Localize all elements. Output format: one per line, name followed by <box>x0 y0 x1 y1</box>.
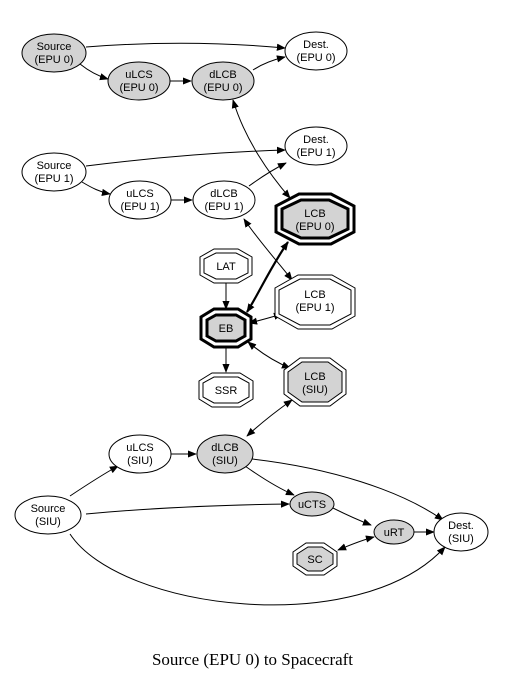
node-dlcb-epu0: dLCB (EPU 0) <box>191 61 255 101</box>
edge-dlcb-siu-to-ucts <box>244 465 295 496</box>
node-dest-epu0: Dest. (EPU 0) <box>284 31 348 71</box>
node-ulcs-siu-line1: uLCS <box>126 442 154 454</box>
node-dlcb-epu1: dLCB (EPU 1) <box>192 180 256 220</box>
edge-eb-to-lcb-siu <box>247 341 291 369</box>
node-sc: SC <box>292 542 338 576</box>
node-ssr-label: SSR <box>215 385 238 397</box>
edge-source-siu-to-ulcs-siu <box>69 465 119 497</box>
node-source-siu-line1: Source <box>31 503 66 515</box>
node-source-epu1: Source (EPU 1) <box>21 152 87 192</box>
node-dlcb-epu1-line1: dLCB <box>210 188 238 200</box>
node-lcb-siu-line2: (SIU) <box>302 384 328 396</box>
node-ssr: SSR <box>198 372 254 408</box>
node-urt-label: uRT <box>384 527 405 539</box>
node-dest-epu1-line1: Dest. <box>303 134 329 146</box>
node-eb-label: EB <box>219 323 234 335</box>
node-ulcs-epu0-line2: (EPU 0) <box>119 82 158 94</box>
node-dlcb-epu0-line1: dLCB <box>209 69 237 81</box>
flow-diagram: Source (EPU 0) uLCS (EPU 0) dLCB (EPU 0)… <box>14 31 489 606</box>
node-ulcs-epu1-line1: uLCS <box>126 188 154 200</box>
node-dest-epu1: Dest. (EPU 1) <box>284 126 348 166</box>
node-source-epu0: Source (EPU 0) <box>21 33 87 73</box>
edge-eb-to-lcb-epu0 <box>246 241 289 313</box>
edge-ucts-to-urt <box>332 507 372 526</box>
node-source-epu0-line1: Source <box>37 41 72 53</box>
node-dlcb-epu0-line2: (EPU 0) <box>203 82 242 94</box>
node-lcb-epu0: LCB (EPU 0) <box>274 192 356 246</box>
node-ulcs-epu1-line2: (EPU 1) <box>120 201 159 213</box>
node-ulcs-siu: uLCS (SIU) <box>108 434 172 474</box>
edge-dlcb-epu0-to-lcb-epu0 <box>231 99 291 199</box>
edge-dlcb-siu-to-lcb-siu <box>246 399 293 437</box>
node-ulcs-epu0-line1: uLCS <box>125 69 153 81</box>
node-dest-epu0-line2: (EPU 0) <box>296 52 335 64</box>
node-ucts: uCTS <box>289 491 335 517</box>
edge-sc-to-urt <box>337 535 375 551</box>
node-source-siu: Source (SIU) <box>14 495 82 535</box>
node-sc-label: SC <box>307 554 322 566</box>
node-source-epu1-line1: Source <box>37 160 72 172</box>
node-lcb-epu1: LCB (EPU 1) <box>274 274 356 330</box>
node-ulcs-siu-line2: (SIU) <box>127 455 153 467</box>
node-lcb-siu-line1: LCB <box>304 371 325 383</box>
node-lcb-epu1-line2: (EPU 1) <box>295 302 334 314</box>
node-dest-epu1-line2: (EPU 1) <box>296 147 335 159</box>
node-lcb-epu1-line1: LCB <box>304 289 325 301</box>
nodes: Source (EPU 0) uLCS (EPU 0) dLCB (EPU 0)… <box>14 31 489 576</box>
node-source-siu-line2: (SIU) <box>35 516 61 528</box>
edge-source-siu-to-ucts <box>85 500 290 515</box>
node-source-epu0-line2: (EPU 0) <box>34 54 73 66</box>
node-source-epu1-line2: (EPU 1) <box>34 173 73 185</box>
edge-dlcb-epu0-to-dest-epu0 <box>252 55 286 71</box>
node-dest-siu-line2: (SIU) <box>448 533 474 545</box>
node-dlcb-siu-line2: (SIU) <box>212 455 238 467</box>
edge-dlcb-epu1-to-dest-epu1 <box>248 162 287 187</box>
node-eb: EB <box>199 307 253 349</box>
node-lat-label: LAT <box>216 261 236 273</box>
node-dlcb-epu1-line2: (EPU 1) <box>204 201 243 213</box>
diagram-caption: Source (EPU 0) to Spacecraft <box>151 650 354 669</box>
node-lat: LAT <box>199 248 253 284</box>
node-lcb-epu0-line2: (EPU 0) <box>295 221 334 233</box>
node-dest-epu0-line1: Dest. <box>303 39 329 51</box>
node-ulcs-epu0: uLCS (EPU 0) <box>107 61 171 101</box>
node-ulcs-epu1: uLCS (EPU 1) <box>108 180 172 220</box>
node-lcb-epu0-line1: LCB <box>304 208 325 220</box>
edge-source-epu0-to-dest-epu0 <box>85 42 286 51</box>
edge-source-epu0-to-ulcs-epu0 <box>79 63 109 81</box>
node-dest-siu: Dest. (SIU) <box>433 512 489 552</box>
node-dlcb-siu: dLCB (SIU) <box>196 434 254 474</box>
edge-dlcb-siu-to-dest-siu <box>251 458 444 521</box>
edge-source-siu-to-dest-siu <box>69 533 446 606</box>
edge-source-epu1-to-dest-epu1 <box>85 146 286 167</box>
node-dest-siu-line1: Dest. <box>448 520 474 532</box>
edge-source-epu1-to-ulcs-epu1 <box>81 181 111 196</box>
node-urt: uRT <box>373 519 415 545</box>
node-ucts-label: uCTS <box>298 499 326 511</box>
node-lcb-siu: LCB (SIU) <box>283 357 347 407</box>
node-dlcb-siu-line1: dLCB <box>211 442 239 454</box>
